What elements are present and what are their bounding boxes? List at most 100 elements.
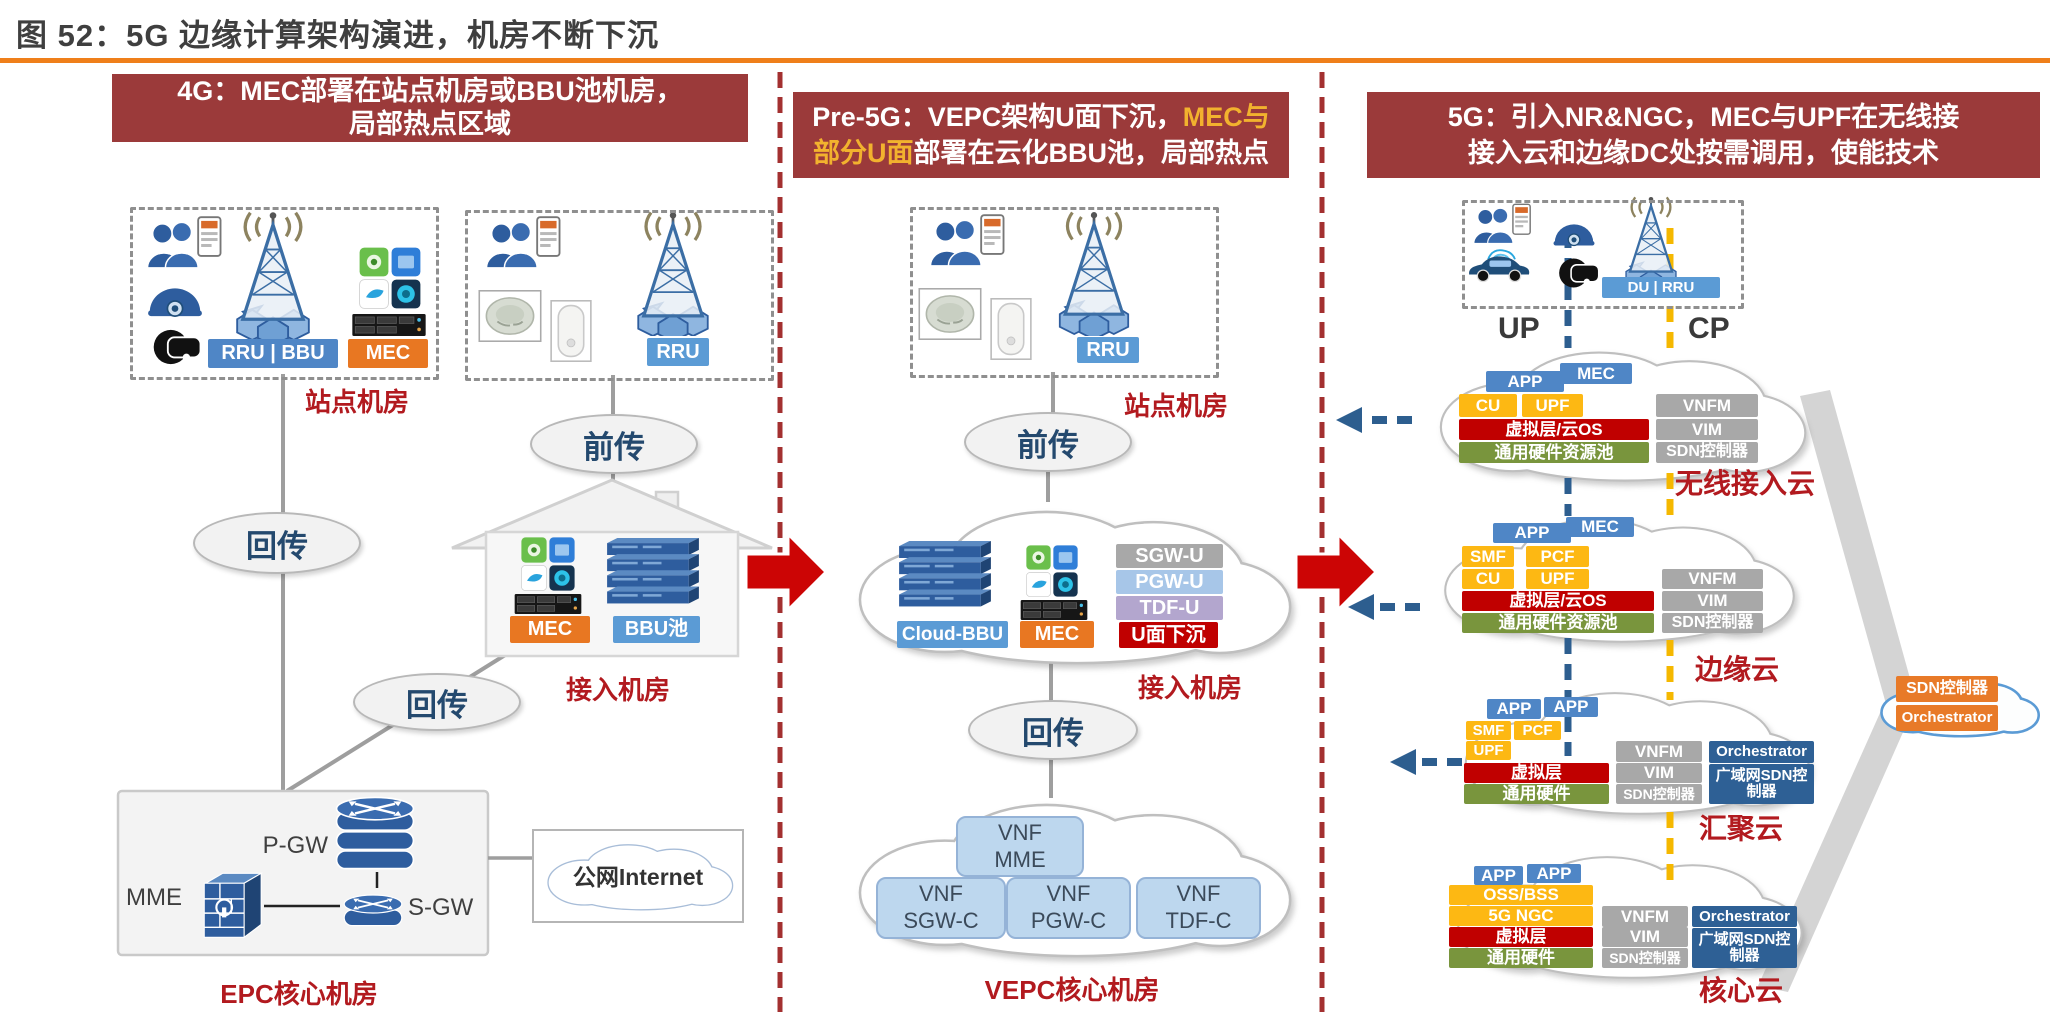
epc-core-room-label: EPC核心机房 — [220, 979, 378, 1009]
left-header-line1: 4G：MEC部署在站点机房或BBU池机房， — [177, 76, 683, 106]
access-room-label: 接入机房 — [565, 675, 670, 705]
mec-chip: MEC — [1020, 621, 1094, 648]
backhaul-ellipse-2: 回传 — [353, 673, 521, 731]
pgw-label: P-GW — [262, 832, 328, 859]
cloud-bbu-chip: Cloud-BBU — [897, 621, 1008, 648]
virtual-layer-chip: 虚拟层/云OS — [1459, 419, 1649, 440]
edge-cloud-label: 边缘云 — [1694, 654, 1779, 685]
vnf-mme-box: VNF MME — [956, 816, 1084, 877]
upf-chip: UPF — [1522, 394, 1583, 417]
pcf-chip: PCF — [1514, 721, 1561, 740]
figure-title: 图 52：5G 边缘计算架构演进，机房不断下沉 — [16, 18, 660, 53]
middle-header-seg4: 部署在云化BBU池，局部热点 — [913, 138, 1270, 168]
radio-access-cloud-label: 无线接入云 — [1674, 468, 1815, 499]
internet-label: 公网Internet — [572, 864, 704, 890]
left-panel-header: 4G：MEC部署在站点机房或BBU池机房， 局部热点区域 — [112, 74, 748, 142]
right-5g-devices-box — [1462, 200, 1744, 309]
vepc-core-room-label: VEPC核心机房 — [984, 975, 1160, 1005]
hardware-chip: 通用硬件 — [1464, 784, 1609, 804]
sgw-u-chip: SGW-U — [1116, 544, 1223, 568]
vim-chip: VIM — [1656, 419, 1758, 440]
tdf-u-chip: TDF-U — [1116, 596, 1223, 620]
app-chip: APP — [1486, 371, 1564, 392]
mec-server-icon — [1020, 600, 1088, 620]
access-room-label: 接入机房 — [1137, 673, 1242, 703]
backhaul-ellipse-1: 回传 — [193, 512, 361, 574]
orchestrator-chip: Orchestrator — [1896, 705, 1998, 731]
app-chip: APP — [1527, 864, 1581, 883]
rru-bbu-chip: RRU | BBU — [208, 339, 338, 368]
backhaul-ellipse: 回传 — [968, 700, 1138, 760]
virtual-layer-chip: 虚拟层 — [1464, 763, 1609, 783]
rru-chip: RRU — [647, 338, 709, 366]
site-devices-box-2 — [465, 210, 774, 381]
smf-chip: SMF — [1466, 721, 1511, 740]
cp-label: CP — [1688, 312, 1730, 345]
u-plane-sink-chip: U面下沉 — [1119, 622, 1218, 648]
bbu-pool-servers-icon — [607, 538, 699, 604]
app-chip: APP — [1493, 523, 1571, 543]
epc-internal-links — [264, 872, 379, 908]
rru-chip: RRU — [1077, 337, 1139, 363]
sdn-controller-chip: SDN控制器 — [1896, 676, 1998, 702]
wan-sdn-controller-chip: 广域网SDN控制器 — [1692, 928, 1797, 968]
hardware-pool-chip: 通用硬件资源池 — [1462, 613, 1654, 633]
5g-ngc-chip: 5G NGC — [1449, 906, 1593, 926]
hardware-chip: 通用硬件 — [1449, 948, 1593, 968]
vnf-sgw-c-box: VNF SGW-C — [876, 877, 1006, 939]
middle-header-seg1: Pre-5G：VEPC架构U面下沉， — [812, 102, 1183, 132]
site-room-label: 站点机房 — [1123, 391, 1228, 421]
middle-panel-header: Pre-5G：VEPC架构U面下沉，MEC与 部分U面部署在云化BBU池，局部热… — [793, 92, 1289, 178]
vnfm-chip: VNFM — [1662, 569, 1763, 589]
hardware-pool-chip: 通用硬件资源池 — [1459, 442, 1649, 463]
oss-bss-chip: OSS/BSS — [1449, 885, 1593, 905]
pgw-u-chip: PGW-U — [1116, 570, 1223, 594]
upf-chip: UPF — [1466, 741, 1511, 760]
sdn-controller-chip: SDN控制器 — [1656, 442, 1758, 463]
fronthaul-ellipse: 前传 — [530, 414, 698, 474]
wan-sdn-controller-chip: 广域网SDN控制器 — [1709, 764, 1814, 804]
mec-chip: MEC — [1566, 517, 1634, 537]
virtual-layer-chip: 虚拟层 — [1449, 927, 1593, 947]
site-devices-box-1 — [130, 207, 439, 380]
sgw-router-icon — [343, 893, 403, 927]
smf-chip: SMF — [1462, 546, 1514, 567]
arrow-4g-to-pre5g — [744, 530, 829, 614]
aggregation-cloud-label: 汇聚云 — [1698, 813, 1783, 844]
cu-chip: CU — [1459, 394, 1517, 417]
mec-chip: MEC — [1560, 363, 1632, 384]
middle-header-seg2: MEC与 — [1182, 102, 1270, 132]
cloud-bbu-servers-icon — [899, 541, 991, 607]
mme-firewall-icon — [203, 872, 263, 939]
mec-chip: MEC — [510, 616, 590, 643]
sdn-controller-chip: SDN控制器 — [1616, 784, 1702, 804]
vnfm-chip: VNFM — [1616, 741, 1702, 762]
title-underline — [0, 58, 2050, 63]
vnf-pgw-c-box: VNF PGW-C — [1006, 877, 1131, 939]
mec-server-icon — [514, 594, 582, 614]
arrow-pre5g-to-5g — [1294, 530, 1379, 614]
right-header-line2: 接入云和边缘DC处按需调用，使能技术 — [1468, 138, 1939, 168]
right-header-line1: 5G：引入NR&NGC，MEC与UPF在无线接 — [1447, 102, 1960, 132]
mme-label: MME — [126, 884, 182, 911]
upf-chip: UPF — [1526, 569, 1589, 589]
middle-site-devices-box — [910, 207, 1219, 378]
bbu-pool-chip: BBU池 — [613, 616, 700, 643]
fronthaul-ellipse: 前传 — [964, 412, 1132, 472]
epc-core-box — [116, 789, 490, 957]
left-header-line2: 局部热点区域 — [349, 109, 511, 139]
up-label: UP — [1498, 312, 1540, 345]
vnf-tdf-c-box: VNF TDF-C — [1136, 877, 1261, 939]
vim-chip: VIM — [1662, 591, 1763, 611]
cu-chip: CU — [1462, 569, 1514, 589]
app-chip: APP — [1474, 866, 1523, 885]
sdn-controller-chip: SDN控制器 — [1662, 613, 1763, 633]
orchestrator-chip: Orchestrator — [1692, 906, 1797, 927]
vim-chip: VIM — [1602, 927, 1688, 947]
vim-chip: VIM — [1616, 763, 1702, 783]
cloud-left-arrows — [1336, 407, 1462, 775]
sgw-label: S-GW — [408, 894, 474, 921]
vnfm-chip: VNFM — [1656, 394, 1758, 417]
site-room-label: 站点机房 — [304, 387, 409, 417]
